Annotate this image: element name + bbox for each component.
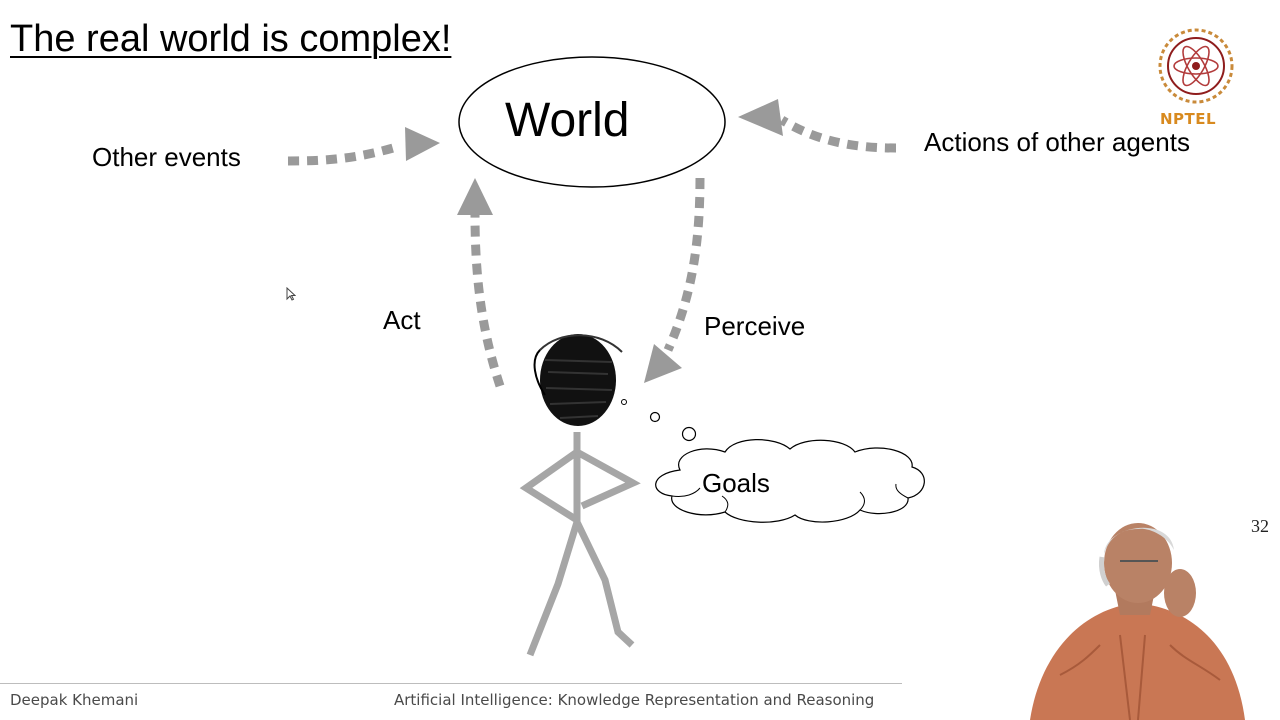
thought-dot-medium xyxy=(649,411,661,423)
slide-title: The real world is complex! xyxy=(10,18,452,60)
stick-figure xyxy=(519,432,641,657)
thought-dot-large xyxy=(681,426,697,442)
presenter-video xyxy=(1030,523,1245,720)
perceive-arrow-shaft xyxy=(663,177,705,352)
footer-divider xyxy=(0,683,902,684)
perceive-label: Perceive xyxy=(704,311,806,341)
goals-label: Goals xyxy=(702,468,770,498)
actions-arrow-head xyxy=(738,99,783,136)
world-label: World xyxy=(505,94,630,147)
other-events-arrow-head xyxy=(405,127,440,161)
thought-dot-small xyxy=(621,399,627,405)
footer-course-title: Artificial Intelligence: Knowledge Repre… xyxy=(394,691,875,709)
goals-cloud xyxy=(655,439,925,523)
nptel-logo-text: NPTEL xyxy=(1160,110,1217,128)
other-events-label: Other events xyxy=(92,142,241,172)
stick-figure-head xyxy=(533,334,623,426)
nptel-logo-icon xyxy=(1158,28,1234,104)
footer-author: Deepak Khemani xyxy=(10,691,139,709)
mouse-cursor-icon xyxy=(286,287,296,301)
perceive-arrow-head xyxy=(644,344,682,383)
world-ellipse xyxy=(458,56,726,188)
act-arrow-head xyxy=(457,178,493,215)
actions-of-other-agents-label: Actions of other agents xyxy=(924,127,1190,157)
actions-arrow-shaft xyxy=(779,116,897,153)
page-number: 32 xyxy=(1251,516,1269,536)
act-label: Act xyxy=(383,305,421,335)
other-events-arrow-shaft xyxy=(287,141,402,166)
act-arrow-shaft xyxy=(470,214,505,388)
